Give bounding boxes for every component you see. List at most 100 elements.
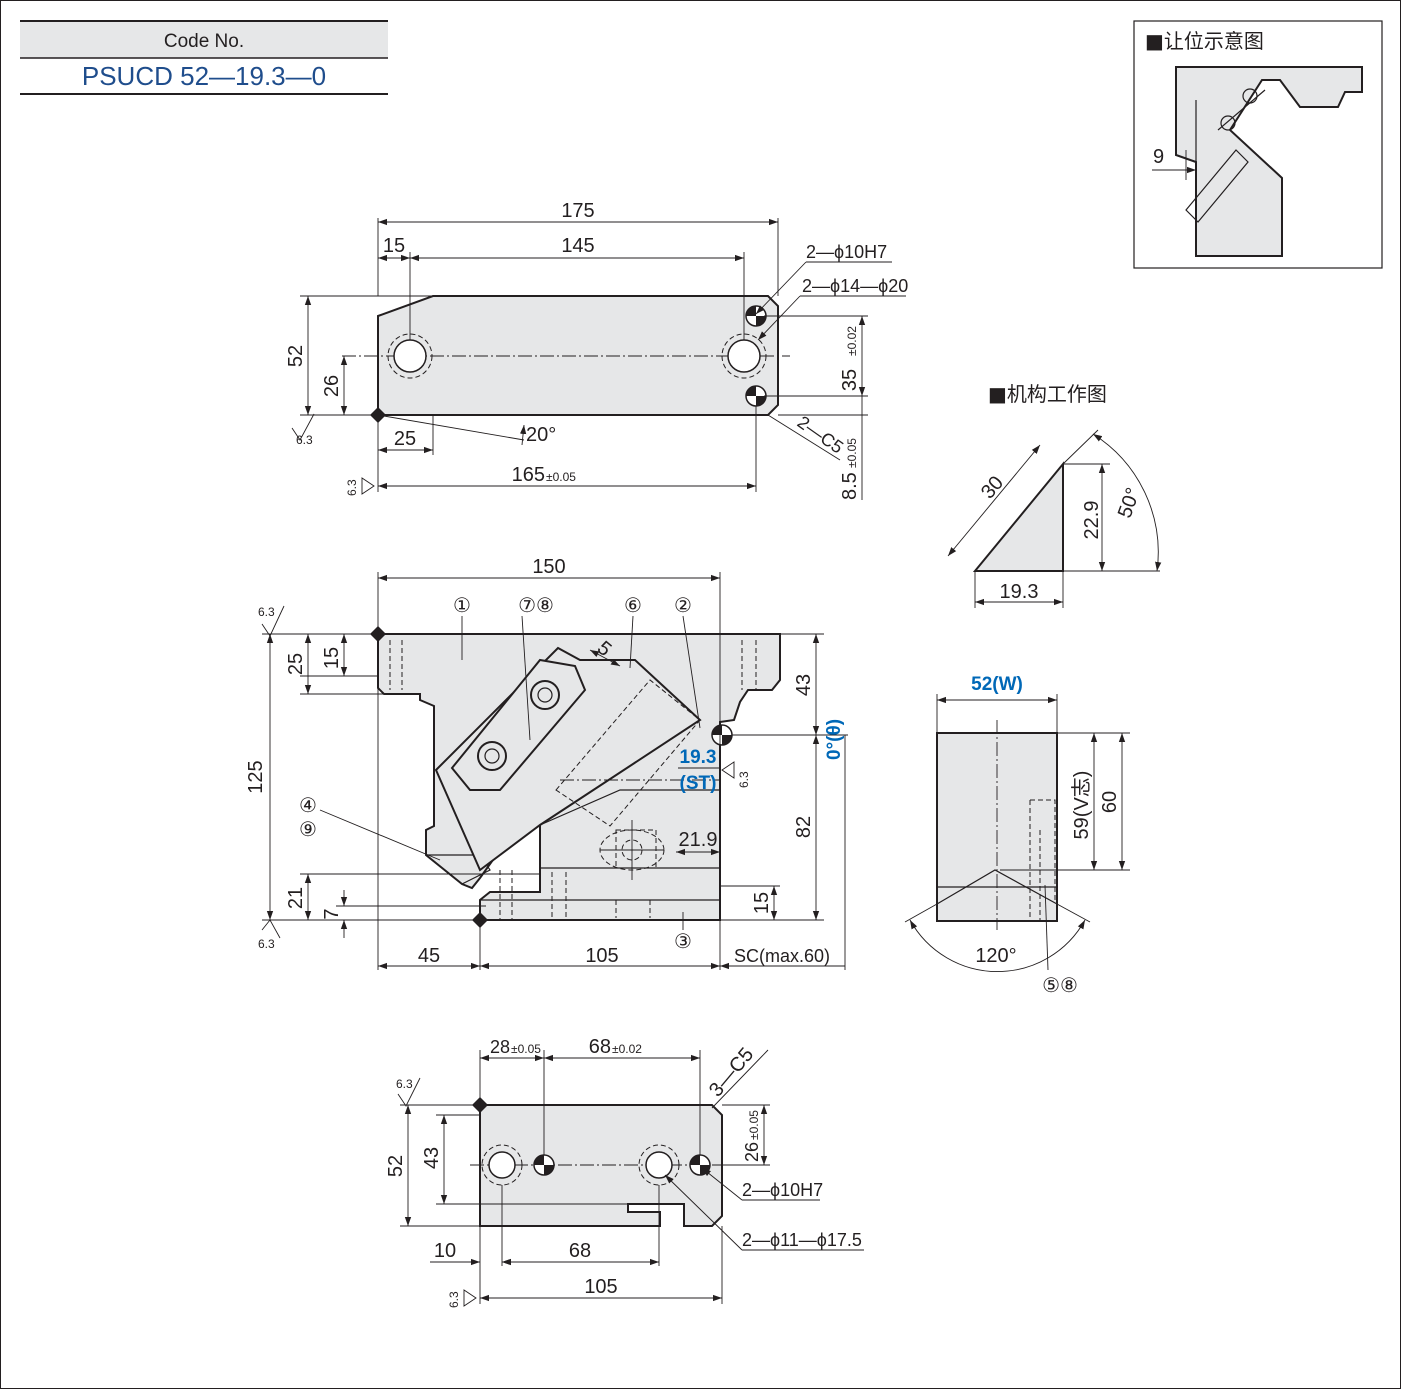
top-view-dowel-upper-icon — [745, 305, 767, 327]
clearance-inset-title: ■让位示意图 — [1145, 29, 1264, 53]
front-stroke-label: (ST) — [680, 773, 717, 794]
side-angle: 120° — [975, 945, 1016, 967]
bottom-view-hole-right — [645, 1151, 673, 1179]
top-roughness-symbol-1: 6.3 — [291, 413, 315, 447]
top-tol-8-5: ±0.05 — [845, 438, 859, 468]
bottom-view-plate — [479, 1104, 723, 1227]
top-view-plate — [377, 295, 779, 416]
clearance-dim: 9 — [1153, 146, 1164, 168]
top-view-hole-left — [393, 339, 427, 373]
mechanism-height: 22.9 — [1081, 501, 1103, 540]
front-roughness-symbol-1: 6.3 — [258, 605, 285, 637]
top-hole-callout-1: 2—ϕ10H7 — [806, 242, 887, 262]
side-view-v-groove — [936, 869, 1058, 905]
callout-1: ① — [453, 593, 471, 617]
callout-3: ③ — [674, 929, 692, 953]
side-callout-5-8: ⑤⑧ — [1042, 973, 1078, 997]
svg-text:6.3: 6.3 — [396, 1077, 413, 1091]
svg-text:6.3: 6.3 — [447, 1291, 461, 1308]
bottom-chamfer-callout: 3—C5 — [705, 1044, 758, 1102]
bottom-dim-52: 52 — [385, 1155, 407, 1177]
front-view-stopper-icon — [711, 724, 733, 746]
bottom-dim-68a: 68 — [589, 1036, 611, 1058]
part-number: PSUCD 52—19.3—0 — [82, 61, 326, 91]
bottom-dim-68b: 68 — [569, 1240, 591, 1262]
mechanism-base: 19.3 — [1000, 581, 1039, 603]
bottom-dim-26: 26 — [742, 1142, 762, 1162]
top-dim-52: 52 — [285, 345, 307, 367]
bottom-view-hole-left — [488, 1151, 516, 1179]
front-view-pin-lower-icon — [477, 741, 507, 771]
top-tol-165: ±0.05 — [546, 470, 576, 484]
svg-text:6.3: 6.3 — [345, 479, 359, 496]
clearance-inset: ■让位示意图 9 — [1133, 20, 1383, 269]
side-view: 52(W) 59(V志) 60 120° ⑤⑧ — [904, 674, 1130, 997]
clearance-inset-body — [1175, 66, 1363, 257]
front-dim-7: 7 — [321, 908, 343, 919]
top-view-hole-right — [727, 339, 761, 373]
mechanism-inset-title: ■机构工作图 — [988, 382, 1107, 406]
top-view-dowel-lower-icon — [745, 385, 767, 407]
front-view-pin-upper-icon — [530, 680, 560, 710]
bottom-roughness-symbol-1: 6.3 — [396, 1077, 421, 1107]
front-dim-105: 105 — [585, 945, 618, 967]
bottom-hole-callout-1: 2—ϕ10H7 — [742, 1180, 823, 1200]
callout-6: ⑥ — [624, 593, 642, 617]
top-dim-175: 175 — [561, 200, 594, 222]
top-datum-icon — [370, 407, 386, 423]
code-box: Code No. PSUCD 52—19.3—0 — [20, 20, 388, 95]
front-dim-15b: 15 — [751, 892, 773, 914]
bottom-dim-105: 105 — [584, 1276, 617, 1298]
top-dim-145: 145 — [561, 235, 594, 257]
front-theta: 0°(θ) — [824, 719, 845, 760]
bottom-dim-43: 43 — [421, 1147, 443, 1169]
front-dim-15: 15 — [321, 647, 343, 669]
top-dim-25: 25 — [394, 428, 416, 450]
bottom-roughness-symbol-2: 6.3 — [447, 1289, 477, 1308]
front-stroke-max: SC(max.60) — [734, 946, 830, 966]
clearance-inset-pin-icon — [1242, 88, 1258, 104]
side-width: 52(W) — [971, 674, 1023, 695]
svg-text:6.3: 6.3 — [296, 433, 313, 447]
front-dim-21-9: 21.9 — [679, 829, 718, 851]
top-view: 175 15 145 52 26 25 20° 165 ±0.05 35 ±0.… — [285, 200, 908, 500]
side-dim-60: 60 — [1099, 791, 1121, 813]
svg-text:6.3: 6.3 — [737, 771, 751, 788]
mechanism-inset: ■机构工作图 30 22.9 19.3 50° — [947, 382, 1162, 608]
bottom-tol-26: ±0.05 — [747, 1110, 761, 1140]
mechanism-hyp: 30 — [977, 472, 1008, 503]
mechanism-angle: 50° — [1114, 485, 1145, 521]
bottom-tol-68: ±0.02 — [612, 1042, 642, 1056]
front-roughness-symbol-3: 6.3 — [721, 761, 751, 788]
front-roughness-symbol-2: 6.3 — [258, 919, 281, 951]
bottom-view: 28 ±0.05 68 ±0.02 3—C5 52 43 26 ±0.05 2—… — [385, 1036, 864, 1308]
top-dim-8-5: 8.5 — [839, 472, 861, 500]
svg-text:6.3: 6.3 — [258, 937, 275, 951]
front-dim-125: 125 — [245, 760, 267, 793]
front-dim-150: 150 — [532, 556, 565, 578]
top-dim-20deg: 20° — [526, 424, 556, 446]
top-dim-35: 35 — [839, 369, 861, 391]
top-dim-15: 15 — [383, 235, 405, 257]
side-dim-59: 59(V志) — [1070, 771, 1093, 840]
top-dim-26: 26 — [321, 375, 343, 397]
front-dim-43: 43 — [793, 674, 815, 696]
top-roughness-symbol-2: 6.3 — [345, 477, 375, 496]
bottom-hole-callout-2: 2—ϕ11—ϕ17.5 — [742, 1230, 862, 1250]
front-dim-82: 82 — [793, 816, 815, 838]
svg-text:6.3: 6.3 — [258, 605, 275, 619]
top-dim-165: 165 — [512, 464, 545, 486]
bottom-view-dowel-left-icon — [533, 1154, 555, 1176]
front-dim-45: 45 — [418, 945, 440, 967]
top-chamfer-callout: 2—C5 — [794, 412, 847, 458]
front-dim-21: 21 — [285, 887, 307, 909]
front-view-slide-block — [434, 646, 702, 872]
bottom-dim-10: 10 — [434, 1240, 456, 1262]
code-box-header-bg — [20, 22, 388, 58]
callout-9: ⑨ — [299, 817, 317, 841]
front-view: 150 125 25 15 43 82 15 0°(θ) 19.3 (ST) 2… — [245, 556, 848, 970]
code-box-header: Code No. — [164, 31, 244, 52]
bottom-dim-28: 28 — [490, 1037, 510, 1057]
bottom-tol-28: ±0.05 — [511, 1042, 541, 1056]
